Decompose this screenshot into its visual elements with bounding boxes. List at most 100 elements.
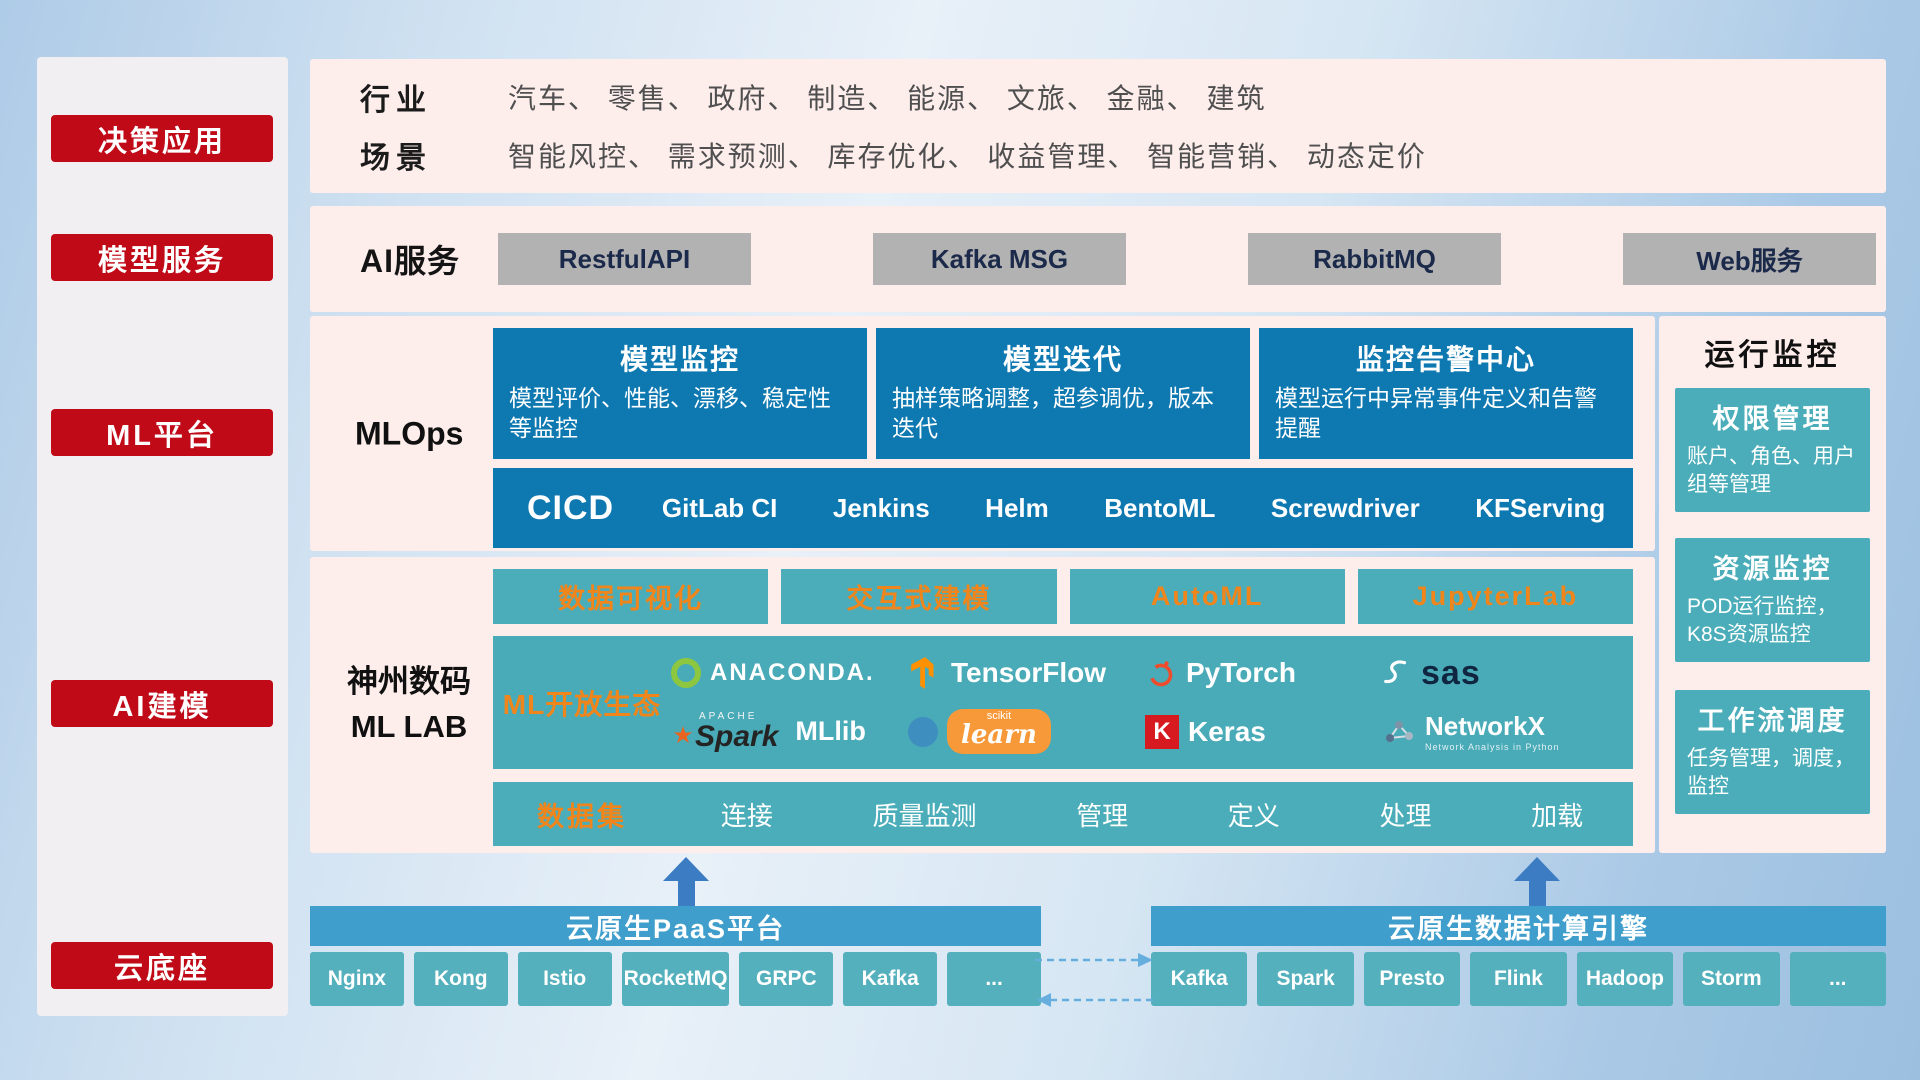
model-monitoring-card: 模型监控 模型评价、性能、漂移、稳定性等监控 — [493, 328, 867, 459]
card-title: 资源监控 — [1712, 554, 1833, 584]
mlops-label: MLOps — [355, 415, 464, 451]
paas-platform-header: 云原生PaaS平台 — [310, 906, 1041, 946]
scene-row: 场景 智能风控、 需求预测、 库存优化、 收益管理、 智能营销、 动态定价 — [310, 126, 1886, 184]
service-web: Web服务 — [1623, 233, 1876, 285]
data-exchange-arrows — [1035, 953, 1153, 1007]
sidebar-item-ai-modeling: AI建模 — [51, 680, 273, 727]
card-title: 模型监控 — [619, 344, 740, 375]
dataset-item-quality: 质量监测 — [872, 800, 977, 831]
dataset-label: 数据集 — [537, 801, 627, 832]
sidebar-item-ml-platform: ML平台 — [51, 409, 273, 456]
cicd-label: CICD — [527, 488, 615, 527]
pytorch-icon — [1149, 661, 1173, 687]
workflow-scheduling-card: 工作流调度 任务管理，调度，监控 — [1675, 690, 1870, 814]
cicd-item-bentoml: BentoML — [1104, 492, 1216, 523]
pytorch-logo: PyTorch — [1145, 657, 1296, 689]
engine-hadoop: Hadoop — [1576, 952, 1674, 1006]
sidebar-item-model-service: 模型服务 — [51, 234, 273, 281]
industry-scene-panel: 行业 汽车、 零售、 政府、 制造、 能源、 文旅、 金融、 建筑 场景 智能风… — [310, 59, 1886, 193]
cicd-item-screwdriver: Screwdriver — [1270, 492, 1420, 523]
paas-kong: Kong — [413, 952, 508, 1006]
networkx-label: NetworkX — [1425, 710, 1545, 741]
arrow-head — [1514, 857, 1560, 881]
card-title: 工作流调度 — [1697, 706, 1848, 736]
keras-icon: K — [1145, 714, 1179, 749]
card-desc: 抽样策略调整，超参调优，版本迭代 — [892, 385, 1214, 441]
industry-label: 行业 — [360, 84, 432, 117]
left-rail: 决策应用 模型服务 ML平台 AI建模 云底座 — [37, 57, 288, 1016]
sas-logo: sas — [1382, 656, 1481, 690]
anaconda-logo: ANACONDA. — [671, 658, 875, 689]
sidebar-item-cloud-base: 云底座 — [51, 942, 273, 989]
service-restfulapi: RestfulAPI — [498, 233, 751, 285]
spark-row: Spark — [671, 721, 778, 752]
scene-label: 场景 — [360, 142, 432, 175]
dataset-item-manage: 管理 — [1076, 800, 1129, 831]
paas-istio: Istio — [517, 952, 612, 1006]
cicd-item-jenkins: Jenkins — [832, 492, 930, 523]
spark-icon — [673, 725, 693, 743]
paas-items: Nginx Kong Istio RocketMQ GRPC Kafka ... — [310, 952, 1042, 1006]
data-engine-header: 云原生数据计算引擎 — [1151, 906, 1886, 946]
spark-wordmark: APACHE Spark — [671, 710, 778, 752]
mlops-cards: 模型监控 模型评价、性能、漂移、稳定性等监控 模型迭代 抽样策略调整，超参调优，… — [493, 328, 1633, 459]
dataset-item-connect: 连接 — [720, 800, 773, 831]
ml-ecosystem-logos: ANACONDA. TensorFlow PyTorch — [671, 636, 1633, 769]
card-title: 权限管理 — [1712, 404, 1833, 434]
tensorflow-label: TensorFlow — [951, 657, 1107, 689]
dataset-item-process: 处理 — [1379, 800, 1432, 831]
card-desc: 账户、角色、用户组等管理 — [1687, 445, 1855, 497]
mllab-tool-chips: 数据可视化 交互式建模 AutoML JupyterLab — [493, 569, 1633, 624]
service-kafka-msg: Kafka MSG — [873, 233, 1126, 285]
spark-apache-label: APACHE — [699, 710, 758, 722]
sas-icon — [1384, 660, 1407, 684]
mllab-label-line2: ML LAB — [350, 709, 468, 744]
mllab-panel: 神州数码 ML LAB 数据可视化 交互式建模 AutoML JupyterLa… — [310, 557, 1655, 853]
paas-rocketmq: RocketMQ — [621, 952, 730, 1006]
paas-grpc: GRPC — [739, 952, 834, 1006]
dataset-items: 连接 质量监测 管理 定义 处理 加载 — [671, 796, 1633, 833]
engine-flink: Flink — [1470, 952, 1567, 1006]
networkx-wordmark: NetworkX Network Analysis in Python — [1425, 710, 1560, 752]
cicd-item-gitlab-ci: GitLab CI — [661, 492, 778, 523]
cicd-item-kfserving: KFServing — [1475, 492, 1606, 523]
tensorflow-logo: TensorFlow — [908, 656, 1106, 690]
paas-more: ... — [947, 952, 1042, 1006]
runtime-monitor-title: 运行监控 — [1704, 339, 1841, 372]
card-desc: 模型运行中异常事件定义和告警提醒 — [1275, 385, 1597, 441]
mlops-panel: MLOps 模型监控 模型评价、性能、漂移、稳定性等监控 模型迭代 抽样策略调整… — [310, 316, 1655, 551]
engine-items: Kafka Spark Presto Flink Hadoop Storm ..… — [1151, 952, 1886, 1006]
tensorflow-icon — [911, 657, 934, 690]
cicd-bar: CICD GitLab CI Jenkins Helm BentoML Scre… — [493, 468, 1633, 548]
scene-list: 智能风控、 需求预测、 库存优化、 收益管理、 智能营销、 动态定价 — [508, 141, 1427, 172]
industry-list: 汽车、 零售、 政府、 制造、 能源、 文旅、 金融、 建筑 — [508, 83, 1267, 114]
up-arrow-paas — [663, 857, 709, 906]
paas-nginx: Nginx — [310, 952, 404, 1006]
arrow-head — [663, 857, 709, 881]
card-desc: POD运行监控，K8S资源监控 — [1687, 595, 1838, 647]
sidebar-item-decision-app: 决策应用 — [51, 115, 273, 162]
card-desc: 任务管理，调度，监控 — [1687, 747, 1855, 799]
ml-ecosystem-label: ML开放生态 — [502, 688, 662, 720]
chip-data-visualization: 数据可视化 — [493, 569, 769, 624]
arrow-stem — [1528, 881, 1546, 906]
service-rabbitmq: RabbitMQ — [1248, 233, 1501, 285]
pytorch-label: PyTorch — [1186, 657, 1296, 689]
mllab-label-line1: 神州数码 — [347, 664, 471, 700]
arrow-stem — [677, 881, 695, 906]
ml-ecosystem-panel: ML开放生态 ANACONDA. TensorFlow — [493, 636, 1633, 769]
spark-mllib-logo: APACHE Spark MLlib — [671, 710, 866, 752]
resource-monitor-card: 资源监控 POD运行监控，K8S资源监控 — [1675, 538, 1870, 662]
engine-more: ... — [1789, 952, 1886, 1006]
model-iteration-card: 模型迭代 抽样策略调整，超参调优，版本迭代 — [876, 328, 1250, 459]
ai-service-buttons: RestfulAPI Kafka MSG RabbitMQ Web服务 — [498, 233, 1876, 285]
runtime-monitor-panel: 运行监控 权限管理 账户、角色、用户组等管理 资源监控 POD运行监控，K8S资… — [1659, 316, 1886, 853]
engine-storm: Storm — [1683, 952, 1780, 1006]
ai-service-panel: AI服务 RestfulAPI Kafka MSG RabbitMQ Web服务 — [310, 206, 1886, 312]
keras-logo: K Keras — [1145, 714, 1266, 749]
cicd-item-helm: Helm — [985, 492, 1049, 523]
networkx-sublabel: Network Analysis in Python — [1425, 741, 1560, 752]
chip-automl: AutoML — [1069, 569, 1345, 624]
scikit-learn-logo: scikit learn — [908, 709, 1051, 755]
